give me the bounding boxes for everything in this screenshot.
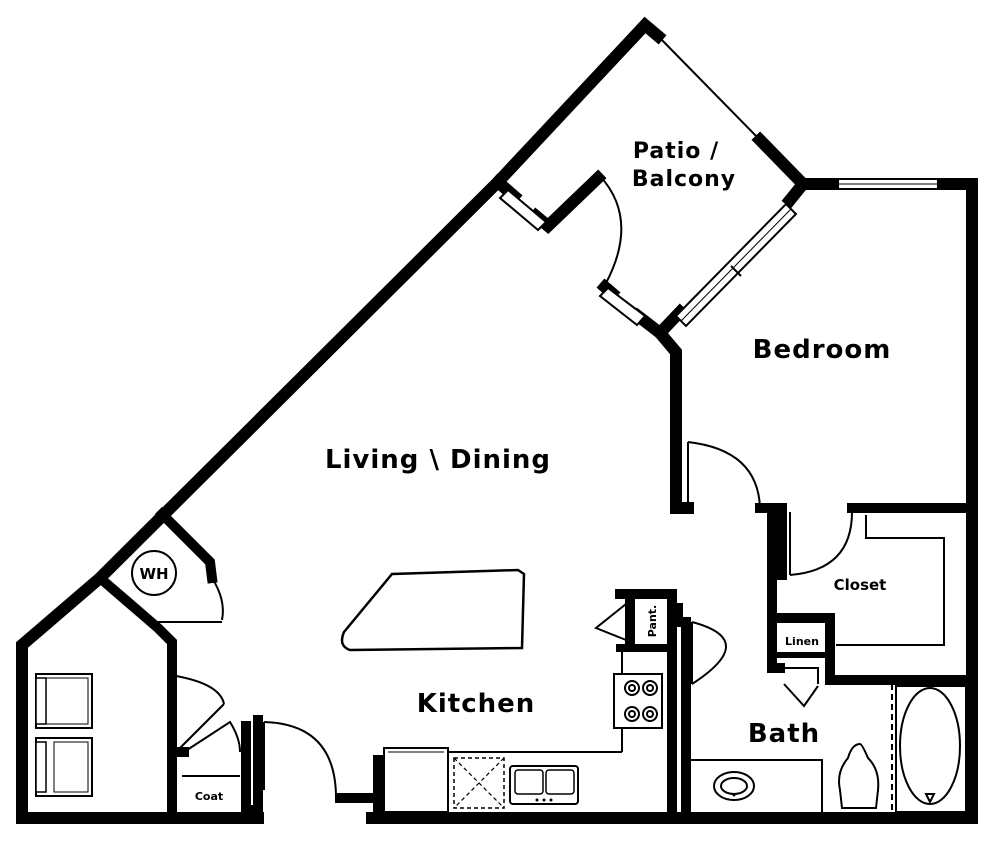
bathtub [891,684,967,813]
water-heater-closet [92,506,224,681]
laundry-door[interactable] [175,675,225,753]
label-bath: Bath [748,719,820,749]
kitchen-island [340,568,526,652]
label-water-heater: WH [139,565,168,583]
label-linen: Linen [785,635,819,648]
bedroom-door[interactable] [687,441,761,509]
linen-closet [767,613,829,708]
kitchen-walls [335,645,677,823]
entry-door[interactable] [263,721,337,799]
stove-range [613,673,663,729]
label-patio: Patio / [633,139,719,164]
bath-sink [713,771,755,801]
pantry [594,589,677,655]
bath-door[interactable] [691,621,727,685]
laundry-walls [167,671,263,823]
bath-counter [686,759,823,818]
label-kitchen: Kitchen [417,689,536,719]
bedroom-walls [755,503,977,623]
label-pantry: Pant. [646,605,659,637]
toilet [838,742,880,809]
label-living-dining: Living \ Dining [325,445,551,475]
dryer [35,737,93,797]
water-heater-icon [131,550,177,596]
closet [767,511,977,685]
label-closet: Closet [834,576,887,594]
bath-walls [673,603,691,823]
label-bedroom: Bedroom [753,335,892,365]
balcony-windows [498,188,798,328]
balcony-door[interactable] [599,175,623,286]
coat-door[interactable] [183,720,241,753]
dishwasher [453,757,505,809]
label-coat: Coat [195,790,223,803]
washer [35,673,93,729]
refrigerator [383,747,449,813]
balcony-railing [657,35,761,141]
label-balcony: Balcony [632,167,736,192]
bedroom-window [837,178,939,190]
kitchen-sink [509,765,579,805]
